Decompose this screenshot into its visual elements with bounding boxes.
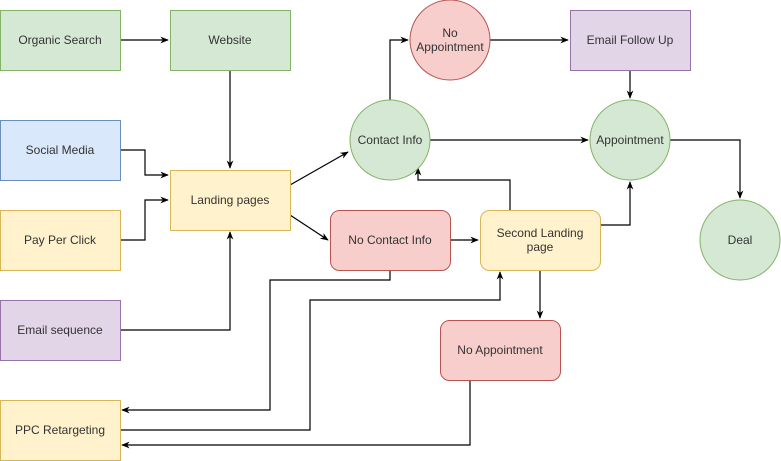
social-media-shape bbox=[0, 120, 121, 181]
edge-appointment-to-deal[interactable] bbox=[670, 139, 744, 199]
no-contact-info-shape bbox=[330, 210, 451, 271]
edge-contact-info-to-no-appointment-top[interactable] bbox=[389, 36, 409, 100]
no-appointment-top-shape bbox=[409, 0, 491, 81]
landing-pages-shape bbox=[170, 170, 291, 231]
no-appointment-bottom-label: No Appointment bbox=[457, 343, 543, 357]
website-shape bbox=[170, 10, 291, 71]
edges-layer bbox=[120, 36, 744, 449]
ppc-retargeting-label: PPC Retargeting bbox=[15, 423, 105, 437]
landing-pages-label: Landing pages bbox=[191, 193, 270, 207]
edge-social-media-to-landing-pages[interactable] bbox=[120, 149, 169, 179]
website-label: Website bbox=[208, 33, 251, 47]
node-deal[interactable]: Deal bbox=[699, 199, 781, 281]
node-ppc-retargeting[interactable]: PPC Retargeting bbox=[0, 400, 121, 461]
email-sequence-shape bbox=[0, 300, 121, 361]
node-email-follow-up[interactable]: Email Follow Up bbox=[570, 10, 691, 71]
appointment-label: Appointment bbox=[596, 133, 664, 147]
edge-pay-per-click-to-landing-pages[interactable] bbox=[120, 196, 169, 241]
node-pay-per-click[interactable]: Pay Per Click bbox=[0, 210, 121, 271]
edge-no-appointment-bottom-to-ppc-retargeting[interactable] bbox=[121, 380, 471, 449]
edge-second-landing-page-to-appointment[interactable] bbox=[600, 181, 634, 226]
deal-shape bbox=[699, 199, 781, 281]
email-follow-up-label: Email Follow Up bbox=[587, 33, 674, 47]
no-appointment-top-label: No bbox=[442, 26, 458, 40]
social-media-label: Social Media bbox=[26, 143, 95, 157]
deal-label: Deal bbox=[728, 233, 753, 247]
node-landing-pages[interactable]: Landing pages bbox=[170, 170, 291, 231]
node-social-media[interactable]: Social Media bbox=[0, 120, 121, 181]
contact-info-shape bbox=[349, 99, 431, 181]
ppc-retargeting-shape bbox=[0, 400, 121, 461]
node-organic-search[interactable]: Organic Search bbox=[0, 10, 121, 71]
no-appointment-bottom-shape bbox=[440, 320, 561, 381]
appointment-shape bbox=[589, 99, 671, 181]
edge-no-contact-info-to-ppc-retargeting[interactable] bbox=[121, 270, 391, 414]
email-follow-up-shape bbox=[570, 10, 691, 71]
node-email-sequence[interactable]: Email sequence bbox=[0, 300, 121, 361]
email-sequence-label: Email sequence bbox=[17, 323, 103, 337]
pay-per-click-shape bbox=[0, 210, 121, 271]
node-website[interactable]: Website bbox=[170, 10, 291, 71]
edge-second-landing-page-to-contact-info[interactable] bbox=[414, 167, 511, 210]
edge-landing-pages-to-no-contact-info[interactable] bbox=[289, 214, 329, 241]
second-landing-page-label: Second Landing bbox=[497, 226, 584, 240]
organic-search-label: Organic Search bbox=[18, 33, 101, 47]
no-contact-info-label: No Contact Info bbox=[348, 233, 432, 247]
second-landing-page-label: page bbox=[527, 240, 554, 254]
node-contact-info[interactable]: Contact Info bbox=[349, 99, 431, 181]
edge-email-sequence-to-landing-pages[interactable] bbox=[120, 231, 234, 331]
edge-ppc-retargeting-to-second-landing-page[interactable] bbox=[120, 271, 504, 431]
node-no-appointment-bottom[interactable]: No Appointment bbox=[440, 320, 561, 381]
edge-landing-pages-to-contact-info[interactable] bbox=[289, 151, 349, 186]
pay-per-click-label: Pay Per Click bbox=[24, 233, 97, 247]
organic-search-shape bbox=[0, 10, 121, 71]
no-appointment-top-label: Appointment bbox=[416, 40, 484, 54]
contact-info-label: Contact Info bbox=[358, 133, 423, 147]
node-no-contact-info[interactable]: No Contact Info bbox=[330, 210, 451, 271]
second-landing-page-shape bbox=[480, 210, 601, 271]
node-appointment[interactable]: Appointment bbox=[589, 99, 671, 181]
